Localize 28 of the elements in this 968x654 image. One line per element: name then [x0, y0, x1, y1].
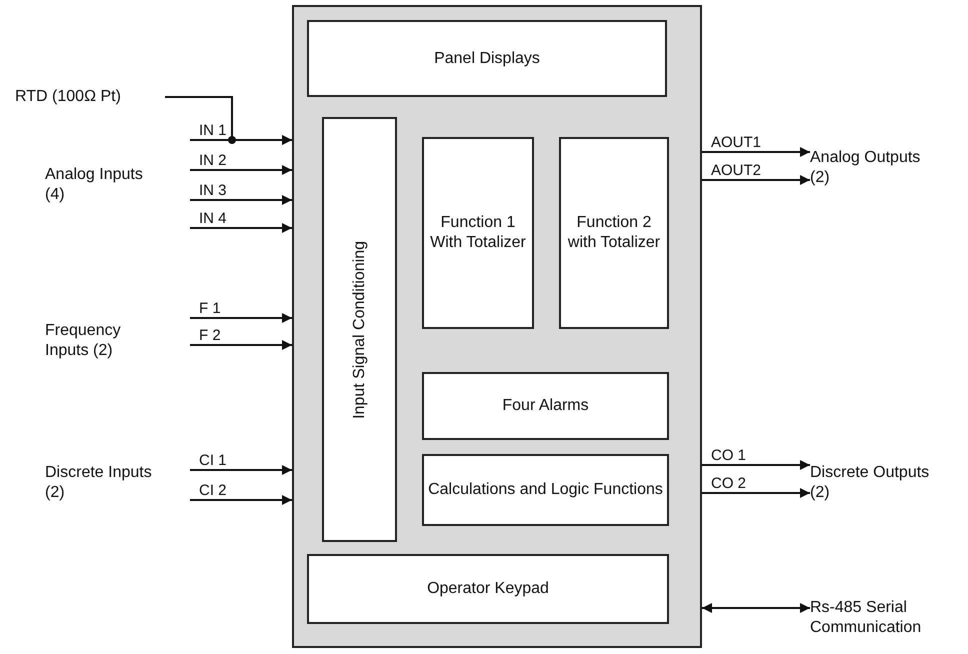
function-box: Function 1 With Totalizer: [422, 137, 534, 329]
arrow: [190, 165, 292, 175]
function-box: Function 2 with Totalizer: [559, 137, 669, 329]
arrow: [702, 175, 810, 185]
function-box: Calculations and Logic Functions: [422, 454, 669, 526]
arrow: [190, 465, 292, 475]
arrow: [190, 135, 292, 145]
signal-label: Rs-485 Serial Communication: [810, 590, 965, 646]
arrow: [190, 495, 292, 505]
arrow: [190, 223, 292, 233]
device-block: [292, 5, 702, 648]
signal-label: Analog Outputs (2): [810, 140, 960, 196]
signal-label: Discrete Inputs (2): [45, 455, 190, 511]
function-box: Panel Displays: [307, 20, 667, 97]
double-arrow: [702, 603, 810, 613]
signal-label: Analog Inputs (4): [45, 135, 190, 235]
arrow: [190, 340, 292, 350]
arrow: [190, 313, 292, 323]
arrow: [702, 460, 810, 470]
signal-label: Frequency Inputs (2): [45, 306, 190, 376]
arrow: [702, 147, 810, 157]
function-box: Input Signal Conditioning: [322, 117, 397, 542]
signal-label: Discrete Outputs (2): [810, 455, 960, 511]
signal-label: RTD (100Ω Pt): [15, 82, 165, 112]
arrow: [190, 195, 292, 205]
function-box: Four Alarms: [422, 372, 669, 440]
function-box: Operator Keypad: [307, 554, 669, 624]
arrow: [702, 488, 810, 498]
